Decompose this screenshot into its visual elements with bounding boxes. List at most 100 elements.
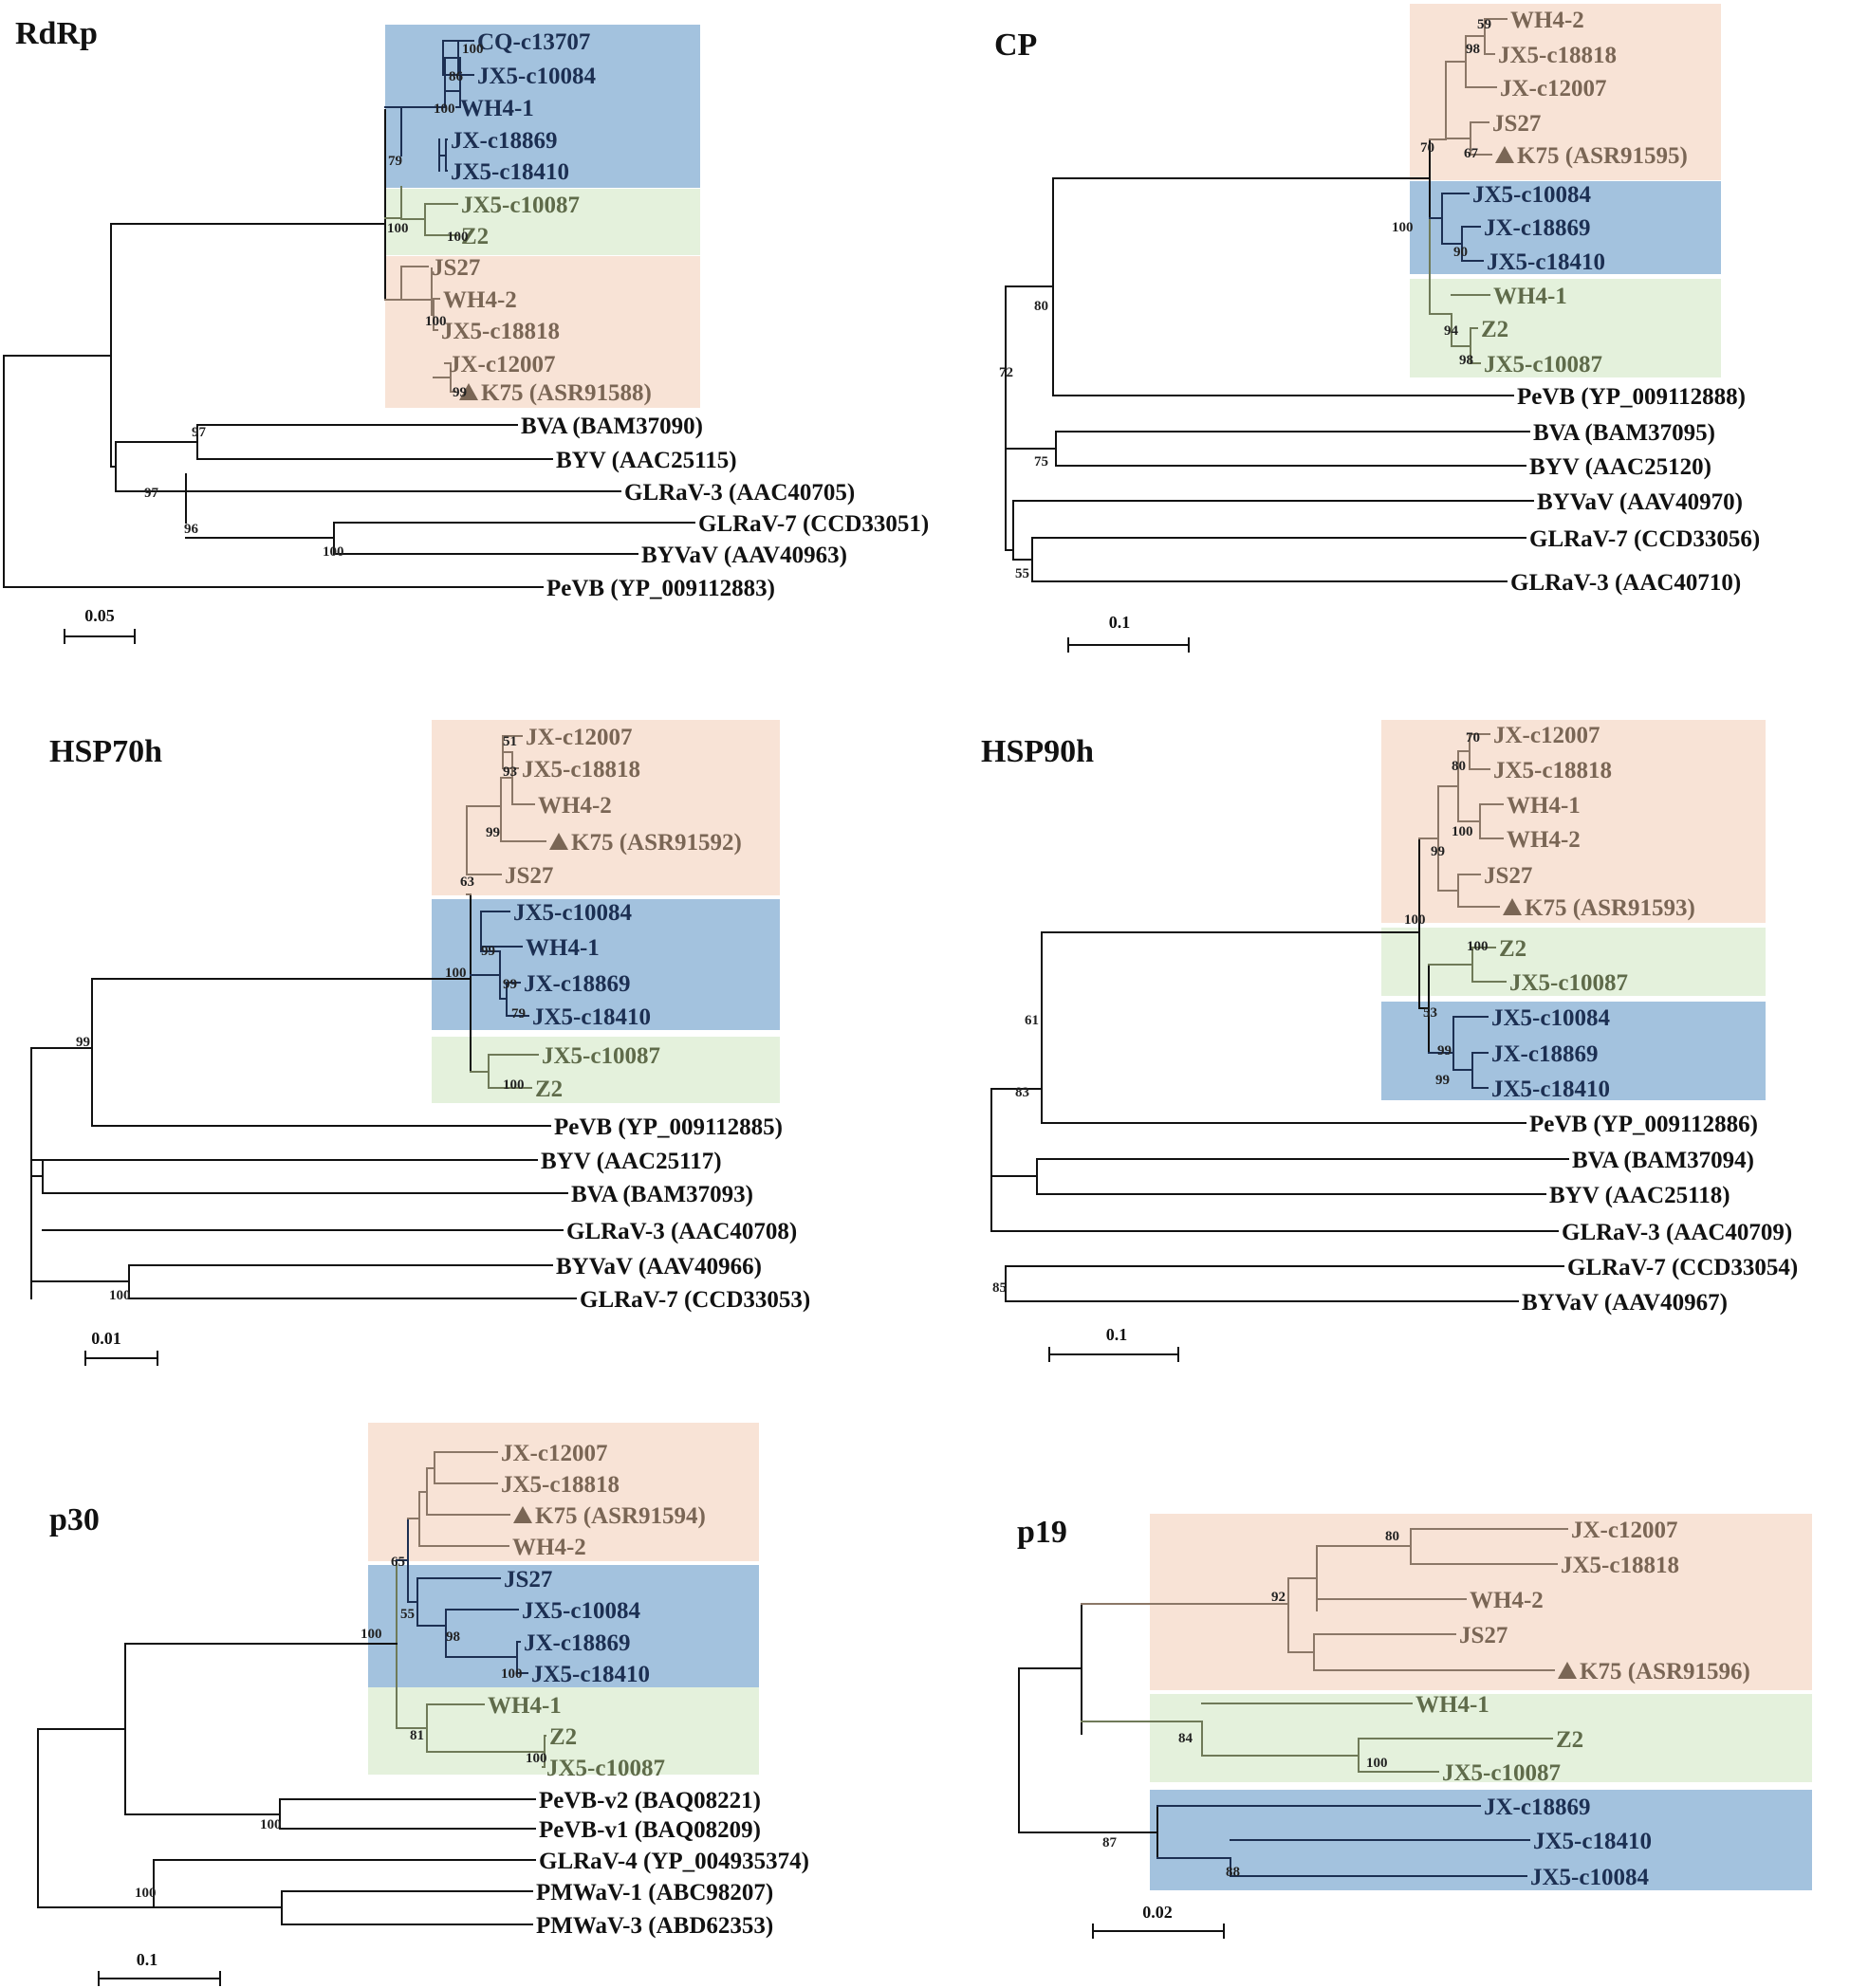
triangle-marker-icon xyxy=(513,1506,532,1523)
leaf-label: WH4-1 xyxy=(1507,793,1581,819)
clade-box xyxy=(368,1687,759,1775)
clade-box xyxy=(385,256,700,408)
bootstrap-value: 100 xyxy=(135,1886,157,1901)
leaf-label: GLRaV-7 (CCD33053) xyxy=(580,1287,810,1313)
bootstrap-value: 93 xyxy=(503,764,517,780)
leaf-label: JX5-c18410 xyxy=(1491,1077,1610,1102)
bootstrap-value: 100 xyxy=(1467,939,1489,954)
bootstrap-value: 80 xyxy=(1452,759,1466,774)
bootstrap-value: 65 xyxy=(391,1555,405,1570)
leaf-label: JX5-c18410 xyxy=(1533,1829,1652,1854)
bootstrap-value: 90 xyxy=(1453,245,1468,260)
leaf-label: JX5-c18410 xyxy=(451,159,569,185)
bootstrap-value: 100 xyxy=(501,1666,523,1682)
leaf-label: JX5-c18410 xyxy=(531,1662,650,1687)
leaf-label: JX5-c18818 xyxy=(441,319,560,344)
leaf-label: BVA (BAM37094) xyxy=(1572,1148,1754,1173)
bootstrap-value: 100 xyxy=(323,544,344,560)
leaf-label: JX5-c10084 xyxy=(522,1598,640,1624)
triangle-marker-icon xyxy=(459,383,478,400)
bootstrap-value: 99 xyxy=(481,944,495,959)
bootstrap-value: 70 xyxy=(1466,730,1480,746)
bootstrap-value: 99 xyxy=(76,1035,90,1050)
leaf-label: K75 (ASR91596) xyxy=(1580,1659,1750,1684)
bootstrap-value: 79 xyxy=(511,1006,526,1022)
leaf-label: Z2 xyxy=(535,1077,563,1102)
clade-box xyxy=(432,720,780,895)
bootstrap-value: 100 xyxy=(462,42,484,57)
bootstrap-value: 51 xyxy=(503,734,517,749)
leaf-label: WH4-2 xyxy=(538,793,612,819)
leaf-label: WH4-2 xyxy=(1510,8,1584,33)
leaf-label: GLRaV-3 (AAC40708) xyxy=(566,1219,797,1244)
leaf-label: JX-c12007 xyxy=(1571,1518,1677,1543)
leaf-label: JX-c18869 xyxy=(1491,1041,1598,1067)
leaf-label: GLRaV-3 (AAC40709) xyxy=(1562,1220,1792,1245)
leaf-label: BYVaV (AAV40963) xyxy=(641,543,847,568)
bootstrap-value: 88 xyxy=(1226,1865,1240,1880)
leaf-label: JX-c18869 xyxy=(1484,215,1590,241)
leaf-label: JS27 xyxy=(505,863,553,889)
clade-box xyxy=(432,1037,780,1103)
panel-title: CP xyxy=(994,28,1037,63)
leaf-label: BVA (BAM37095) xyxy=(1533,420,1715,446)
bootstrap-value: 72 xyxy=(999,365,1013,380)
scale-bar-label: 0.01 xyxy=(91,1329,121,1348)
leaf-label: JX5-c10084 xyxy=(1472,182,1591,208)
bootstrap-value: 61 xyxy=(1025,1013,1039,1028)
leaf-label: JX5-c10087 xyxy=(542,1043,660,1069)
leaf-label: PMWaV-1 (ABC98207) xyxy=(536,1880,773,1905)
bootstrap-value: 83 xyxy=(1015,1085,1029,1100)
leaf-label: JX5-c10087 xyxy=(1442,1760,1561,1786)
bootstrap-value: 98 xyxy=(446,1629,460,1645)
bootstrap-value: 86 xyxy=(449,69,464,84)
leaf-label: JX-c18869 xyxy=(1484,1795,1590,1820)
scale-bar-label: 0.1 xyxy=(1109,613,1131,632)
panel-title: p19 xyxy=(1017,1515,1067,1550)
bootstrap-value: 55 xyxy=(400,1607,415,1622)
leaf-label: BYVaV (AAV40966) xyxy=(556,1254,762,1279)
leaf-label: GLRaV-7 (CCD33054) xyxy=(1567,1255,1798,1280)
triangle-marker-icon xyxy=(549,833,568,850)
bootstrap-value: 99 xyxy=(1431,844,1445,859)
scale-bar-label: 0.1 xyxy=(137,1950,158,1969)
leaf-label: PeVB-v1 (BAQ08209) xyxy=(539,1817,761,1843)
bootstrap-value: 87 xyxy=(1102,1835,1118,1850)
leaf-label: JX5-c18818 xyxy=(1561,1553,1679,1578)
scale-bar-label: 0.1 xyxy=(1106,1325,1128,1344)
leaf-label: K75 (ASR91588) xyxy=(481,380,652,406)
leaf-label: Z2 xyxy=(1499,936,1526,962)
bootstrap-value: 96 xyxy=(184,522,199,537)
bootstrap-value: 100 xyxy=(1404,912,1426,928)
bootstrap-value: 100 xyxy=(109,1288,131,1303)
leaf-label: JX5-c10084 xyxy=(1491,1005,1610,1031)
leaf-label: Z2 xyxy=(461,224,489,249)
leaf-label: K75 (ASR91592) xyxy=(571,830,742,856)
leaf-label: BYVaV (AAV40970) xyxy=(1537,489,1743,515)
leaf-label: JX5-c18818 xyxy=(1493,758,1612,783)
leaf-label: JX-c12007 xyxy=(449,352,555,377)
panel-title: p30 xyxy=(49,1502,100,1537)
bootstrap-value: 98 xyxy=(1466,42,1480,57)
bootstrap-value: 85 xyxy=(992,1280,1007,1296)
leaf-label: WH4-2 xyxy=(1470,1588,1544,1613)
bootstrap-value: 79 xyxy=(388,154,402,169)
bootstrap-value: 99 xyxy=(453,385,467,400)
leaf-label: JS27 xyxy=(1492,111,1541,137)
leaf-label: WH4-1 xyxy=(460,96,534,121)
bootstrap-value: 100 xyxy=(260,1817,282,1832)
bootstrap-value: 63 xyxy=(460,874,474,890)
clade-box xyxy=(1381,720,1766,923)
leaf-label: PeVB (YP_009112883) xyxy=(546,576,775,601)
leaf-label: GLRaV-3 (AAC40705) xyxy=(624,480,855,506)
leaf-label: JX5-c10087 xyxy=(1509,970,1628,996)
leaf-label: JS27 xyxy=(1484,863,1532,889)
leaf-label: GLRaV-7 (CCD33056) xyxy=(1529,526,1760,552)
leaf-label: BYV (AAC25118) xyxy=(1549,1183,1730,1208)
bootstrap-value: 53 xyxy=(1423,1005,1437,1021)
leaf-label: JS27 xyxy=(1459,1623,1508,1648)
bootstrap-value: 81 xyxy=(410,1728,424,1743)
